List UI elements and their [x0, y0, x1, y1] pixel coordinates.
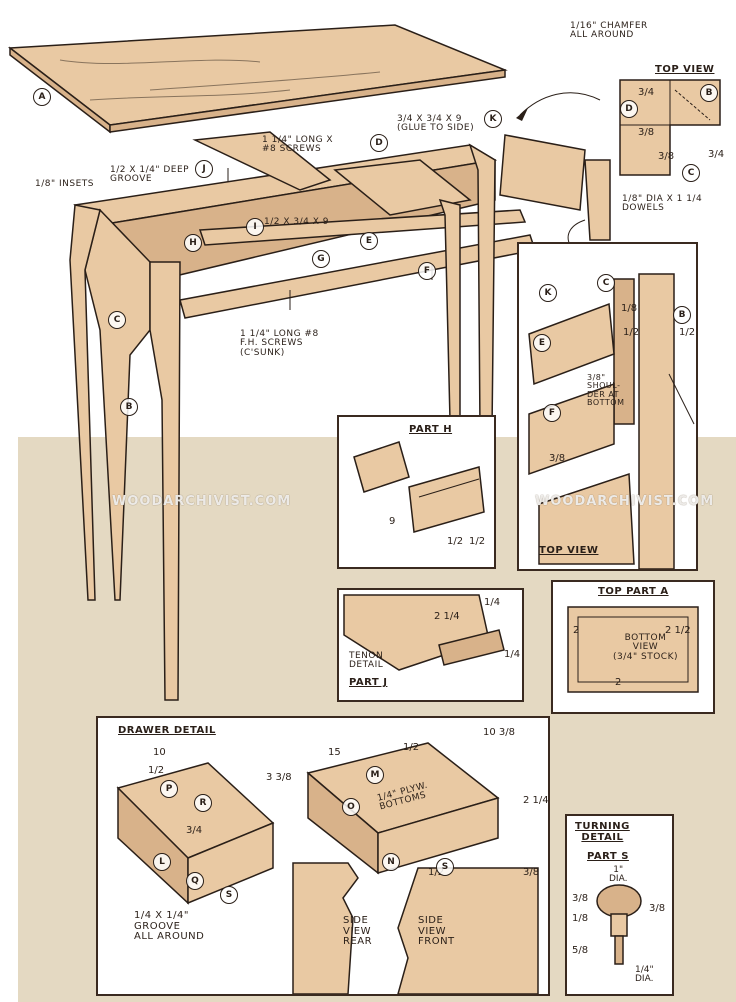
turning-dim-6: 1/4" DIA. — [635, 965, 654, 984]
part-j-dim-3: 1/4 — [504, 649, 521, 660]
screws-bottom-note: 1 1/4" LONG #8 F.H. SCREWS (C'SUNK) — [240, 329, 319, 358]
detail-dim-1: 1/8 — [621, 303, 638, 314]
drawer-part-r: R — [194, 794, 212, 812]
part-k-marker: K — [484, 110, 502, 128]
top-part-a-dim-2: 2 1/2 — [665, 625, 691, 636]
joinery-detail-panel: K C E F B 1/8 1/2 1/2 3/8 3/8" SHOUL- DE… — [517, 242, 698, 571]
part-a-marker: A — [33, 88, 51, 106]
part-d-marker: D — [370, 134, 388, 152]
drawer-right-dim-2: 1/2 — [403, 742, 420, 753]
detail-part-f: F — [543, 404, 561, 422]
drawer-part-p: P — [160, 780, 178, 798]
top-view-title: TOP VIEW — [655, 64, 715, 75]
drawer-groove-note: 1/4 x 1/4" GROOVE ALL AROUND — [134, 910, 205, 942]
turning-dim-5: 5/8 — [572, 945, 589, 956]
turning-detail-panel: TURNING DETAIL PART S 1" DIA. 3/8 3/8 1/… — [565, 814, 674, 996]
part-h-panel: PART H 9 1/2 1/2 — [337, 415, 496, 569]
top-part-a-title: TOP PART A — [598, 586, 669, 597]
top-view-detail: TOP VIEW B D C 3/4 3/8 3/8 3/4 — [600, 60, 730, 190]
part-j-panel: PART J TENON DETAIL 2 1/4 1/4 1/4 — [337, 588, 524, 702]
top-view-part-b: B — [700, 84, 718, 102]
glue-note: 3/4 x 3/4 x 9 (GLUE TO SIDE) — [397, 114, 475, 134]
part-h-dim-3: 1/2 — [469, 536, 486, 547]
tenon-note: TENON DETAIL — [349, 651, 384, 671]
watermark-left: WOODARCHIVIST.COM — [112, 494, 292, 509]
drawer-part-q: Q — [186, 872, 204, 890]
drawer-right-dim-4: 2 1/4 — [523, 795, 549, 806]
drawer-title: DRAWER DETAIL — [118, 725, 216, 736]
drawer-part-m: M — [366, 766, 384, 784]
chamfer-note: 1/16" CHAMFER ALL AROUND — [570, 21, 648, 41]
detail-part-k: K — [539, 284, 557, 302]
part-h-dim-2: 1/2 — [447, 536, 464, 547]
part-e-marker: E — [360, 232, 378, 250]
screws-top-note: 1 1/4" LONG x #8 SCREWS — [262, 135, 334, 155]
drawer-right-dim-6: 3/8 — [523, 867, 540, 878]
top-view-part-d: D — [620, 100, 638, 118]
side-view-rear: SIDE VIEW REAR — [343, 915, 373, 947]
part-j-marker: J — [195, 160, 213, 178]
part-j-title: PART J — [349, 677, 388, 688]
groove-note: 1/2 x 1/4" DEEP GROOVE — [110, 165, 190, 185]
turning-dim-4: 1/8 — [572, 913, 589, 924]
part-j-dim-2: 1/4 — [484, 597, 501, 608]
drawer-right-dim-1: 15 — [328, 747, 341, 758]
detail-part-c: C — [597, 274, 615, 292]
turning-dim-2: 3/8 — [572, 893, 589, 904]
part-h-title: PART H — [409, 424, 453, 435]
part-h-dim-1: 9 — [389, 516, 396, 527]
watermark-right: WOODARCHIVIST.COM — [535, 494, 715, 509]
turning-dim-1: 1" DIA. — [609, 865, 628, 884]
drawer-left-dim-1: 10 — [153, 747, 166, 758]
bottom-view-note: BOTTOM VIEW (3/4" STOCK) — [613, 633, 678, 662]
table-exploded-drawing — [7, 24, 611, 701]
drawer-left-dim-2: 1/2 — [148, 765, 165, 776]
part-b-marker: B — [120, 398, 138, 416]
drawer-part-l: L — [153, 853, 171, 871]
part-j-dim-1: 2 1/4 — [434, 611, 460, 622]
turning-dim-3: 3/8 — [649, 903, 666, 914]
detail-part-b: B — [673, 306, 691, 324]
turning-title: TURNING DETAIL — [575, 821, 630, 843]
detail-dim-3: 1/2 — [679, 327, 696, 338]
drawer-part-o: O — [342, 798, 360, 816]
insets-note: 1/8" INSETS — [35, 179, 94, 189]
drawer-left-dim-4: 3/4 — [186, 825, 203, 836]
top-view-dim-1: 3/4 — [638, 87, 655, 98]
detail-dim-2: 1/2 — [623, 327, 640, 338]
drawer-part-s2: S — [436, 858, 454, 876]
top-view-dim-2: 3/8 — [638, 127, 655, 138]
dim-h-note: 1/2 x 3/4 x 9 — [264, 217, 329, 227]
part-c-marker: C — [108, 311, 126, 329]
part-g-marker: G — [312, 250, 330, 268]
side-view-front: SIDE VIEW FRONT — [418, 915, 455, 947]
top-part-a-dim-3: 2 — [615, 677, 622, 688]
part-i-marker: I — [246, 218, 264, 236]
drawer-part-n: N — [382, 853, 400, 871]
top-part-a-dim-1: 2 — [573, 625, 580, 636]
top-view-part-c: C — [682, 164, 700, 182]
dowels-note: 1/8" DIA x 1 1/4 DOWELS — [622, 194, 703, 214]
drawer-right-dim-3: 10 3/8 — [483, 727, 515, 738]
drawer-left-dim-3: 3 3/8 — [266, 772, 292, 783]
detail-top-view-title: TOP VIEW — [539, 545, 599, 556]
detail-part-e: E — [533, 334, 551, 352]
drawer-right-dim-5: 1/2 — [428, 867, 445, 878]
drawer-part-s: S — [220, 886, 238, 904]
top-part-a-panel: TOP PART A 2 2 1/2 2 BOTTOM VIEW (3/4" S… — [551, 580, 715, 714]
part-f-marker: F — [418, 262, 436, 280]
top-view-dim-4: 3/4 — [708, 149, 725, 160]
drawer-detail-panel: DRAWER DETAIL 10 1/2 3 3/8 3/4 15 1/2 10… — [96, 716, 550, 996]
top-view-dim-3: 3/8 — [658, 151, 675, 162]
turning-part: PART S — [587, 851, 629, 862]
shoulder-note: 3/8" SHOUL- DER AT BOTTOM — [587, 373, 625, 408]
detail-dim-4: 3/8 — [549, 453, 566, 464]
part-h-marker: H — [184, 234, 202, 252]
